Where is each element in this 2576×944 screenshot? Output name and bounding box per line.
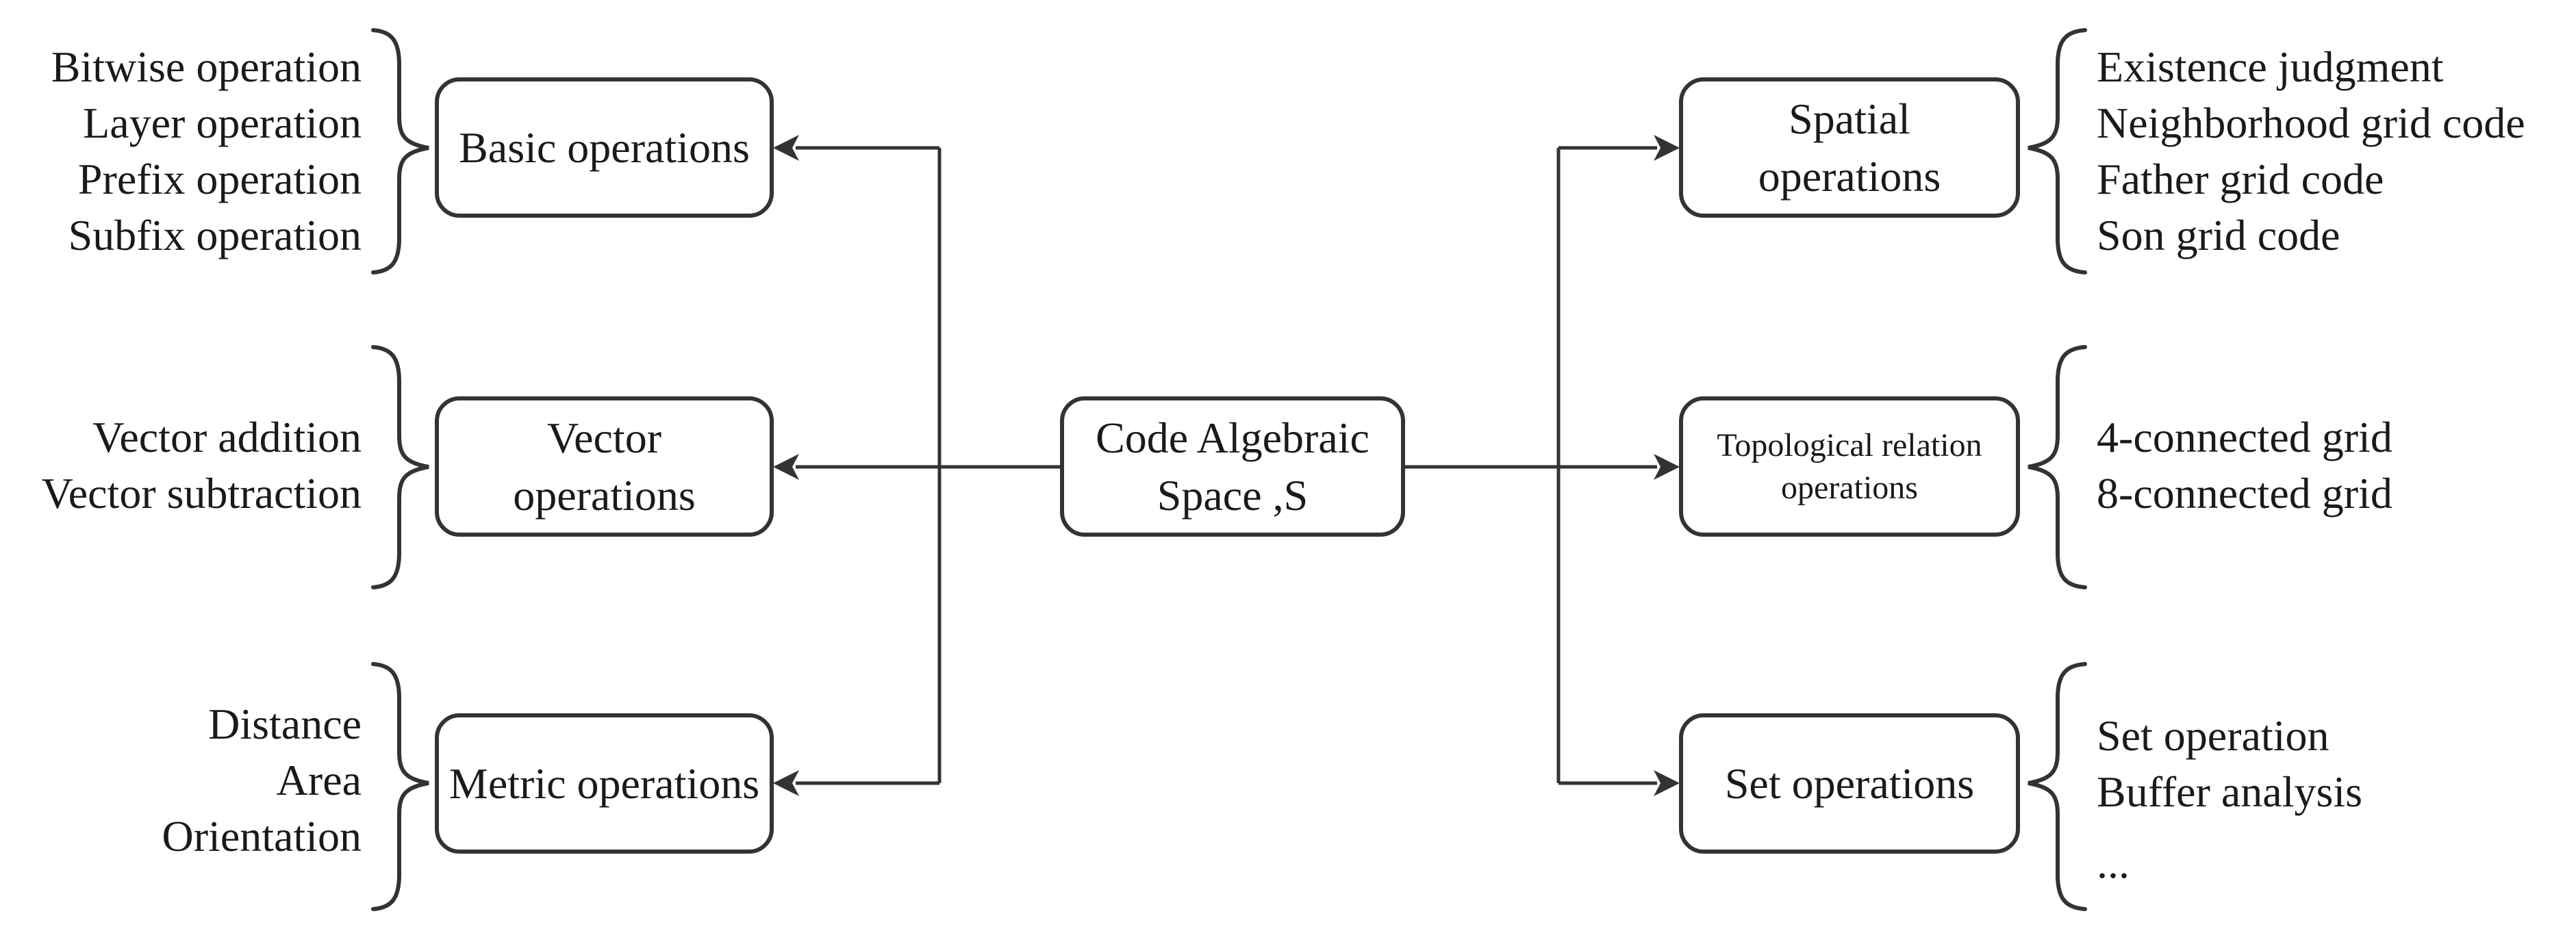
set-operations-box: Set operations: [1679, 713, 2020, 854]
center-box-label-line2: Space ,S: [1157, 470, 1309, 520]
set-operations-label: Set operations: [1724, 758, 1975, 808]
brace-basic-operations-icon: [371, 28, 429, 275]
arrow-into-set-operations-icon: [1654, 770, 1680, 796]
brace-spatial-operations-icon: [2028, 28, 2087, 275]
metric-operations-item-list: Distance Area Orientation: [0, 696, 362, 865]
list-item: Layer operation: [83, 99, 362, 147]
spatial-operations-label-line2: operations: [1758, 151, 1941, 201]
arrow-into-topological-operations-icon: [1654, 454, 1680, 480]
list-item: 4-connected grid: [2097, 413, 2392, 461]
basic-operations-label: Basic operations: [459, 123, 750, 172]
arrow-into-metric-operations-icon: [773, 770, 799, 796]
brace-topological-operations-icon: [2028, 345, 2087, 589]
center-box-code-algebraic-space: Code Algebraic Space ,S: [1060, 396, 1405, 537]
list-item: Vector subtraction: [41, 469, 362, 518]
list-item: Distance: [208, 700, 362, 748]
list-item: Father grid code: [2097, 155, 2384, 203]
spatial-operations-label-line1: Spatial: [1789, 94, 1910, 143]
brace-metric-operations-icon: [371, 662, 429, 911]
set-operations-item-list: Set operation Buffer analysis ...: [2097, 708, 2576, 891]
list-item-ellipsis: ...: [2097, 839, 2130, 887]
left-connector-tree: [773, 135, 1060, 796]
right-connector-tree: [1405, 135, 1680, 796]
arrow-into-vector-operations-icon: [773, 454, 799, 480]
topological-operations-label-line2: operations: [1781, 469, 1918, 506]
brace-vector-operations-icon: [371, 345, 429, 589]
list-item: Bitwise operation: [51, 42, 362, 91]
list-item: Vector addition: [92, 413, 362, 461]
brace-set-operations-icon: [2028, 662, 2087, 911]
basic-operations-box: Basic operations: [435, 77, 774, 218]
list-item: Subfix operation: [68, 211, 362, 259]
topological-relation-operations-box: Topological relation operations: [1679, 396, 2020, 537]
grouping-braces: [371, 28, 2087, 911]
basic-operations-item-list: Bitwise operation Layer operation Prefix…: [0, 39, 362, 264]
topological-operations-label-line1: Topological relation: [1717, 426, 1982, 463]
list-item: Prefix operation: [77, 155, 362, 203]
list-item: Existence judgment: [2097, 42, 2444, 91]
vector-operations-box: Vector operations: [435, 396, 774, 537]
spatial-operations-box: Spatial operations: [1679, 77, 2020, 218]
list-item: Set operation: [2097, 711, 2329, 760]
list-item: Buffer analysis: [2097, 767, 2363, 816]
spatial-operations-item-list: Existence judgment Neighborhood grid cod…: [2097, 39, 2576, 264]
vector-operations-label-line2: operations: [513, 470, 696, 520]
topological-operations-item-list: 4-connected grid 8-connected grid: [2097, 409, 2576, 522]
center-box-label-line1: Code Algebraic: [1096, 413, 1369, 462]
list-item: 8-connected grid: [2097, 469, 2392, 518]
list-item: Neighborhood grid code: [2097, 99, 2525, 147]
list-item: Orientation: [162, 812, 362, 860]
arrow-into-spatial-operations-icon: [1654, 135, 1680, 161]
vector-operations-label-line1: Vector: [546, 413, 662, 462]
metric-operations-label: Metric operations: [449, 758, 760, 808]
metric-operations-box: Metric operations: [435, 713, 774, 854]
list-item: Son grid code: [2097, 211, 2340, 259]
arrow-into-basic-operations-icon: [773, 135, 799, 161]
vector-operations-item-list: Vector addition Vector subtraction: [0, 409, 362, 522]
list-item: Area: [276, 756, 362, 804]
